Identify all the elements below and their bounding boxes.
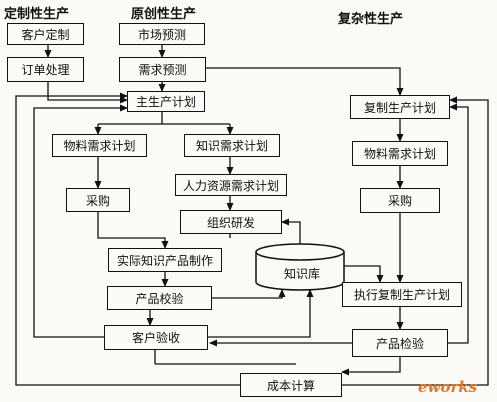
knowledge-base-cylinder [255,243,345,291]
box-product-check-left: 产品校验 [107,286,212,310]
box-product-check-right: 产品检验 [352,329,448,357]
box-master-production-plan: 主生产计划 [127,91,205,112]
box-demand-forecast: 需求预测 [119,57,206,82]
eworks-watermark-logo: eworks [418,378,478,396]
box-actual-knowledge-product-making: 实际知识产品制作 [108,248,222,272]
box-customer-acceptance: 客户验收 [104,325,208,350]
box-material-requirements-plan: 物料需求计划 [52,134,147,157]
box-purchase-right: 采购 [360,188,440,213]
header-custom-production: 定制性生产 [4,7,70,22]
box-knowledge-requirements-plan: 知识需求计划 [184,134,280,157]
header-complex-production: 复杂性生产 [338,12,404,27]
box-replicate-production-plan: 复制生产计划 [350,95,450,119]
box-order-processing: 订单处理 [7,57,84,82]
knowledge-base-label: 知识库 [284,267,321,281]
box-customer-custom: 客户定制 [7,23,84,45]
box-hr-requirements-plan: 人力资源需求计划 [175,174,287,196]
box-execute-replicate-plan: 执行复制生产计划 [342,282,462,307]
header-original-production: 原创性生产 [131,7,197,22]
box-cost-calculation: 成本计算 [240,373,342,397]
box-market-forecast: 市场预测 [119,23,205,45]
box-material-requirements-plan-right: 物料需求计划 [352,141,448,166]
box-purchase-left: 采购 [66,188,130,212]
box-organize-rd: 组织研发 [180,210,282,234]
